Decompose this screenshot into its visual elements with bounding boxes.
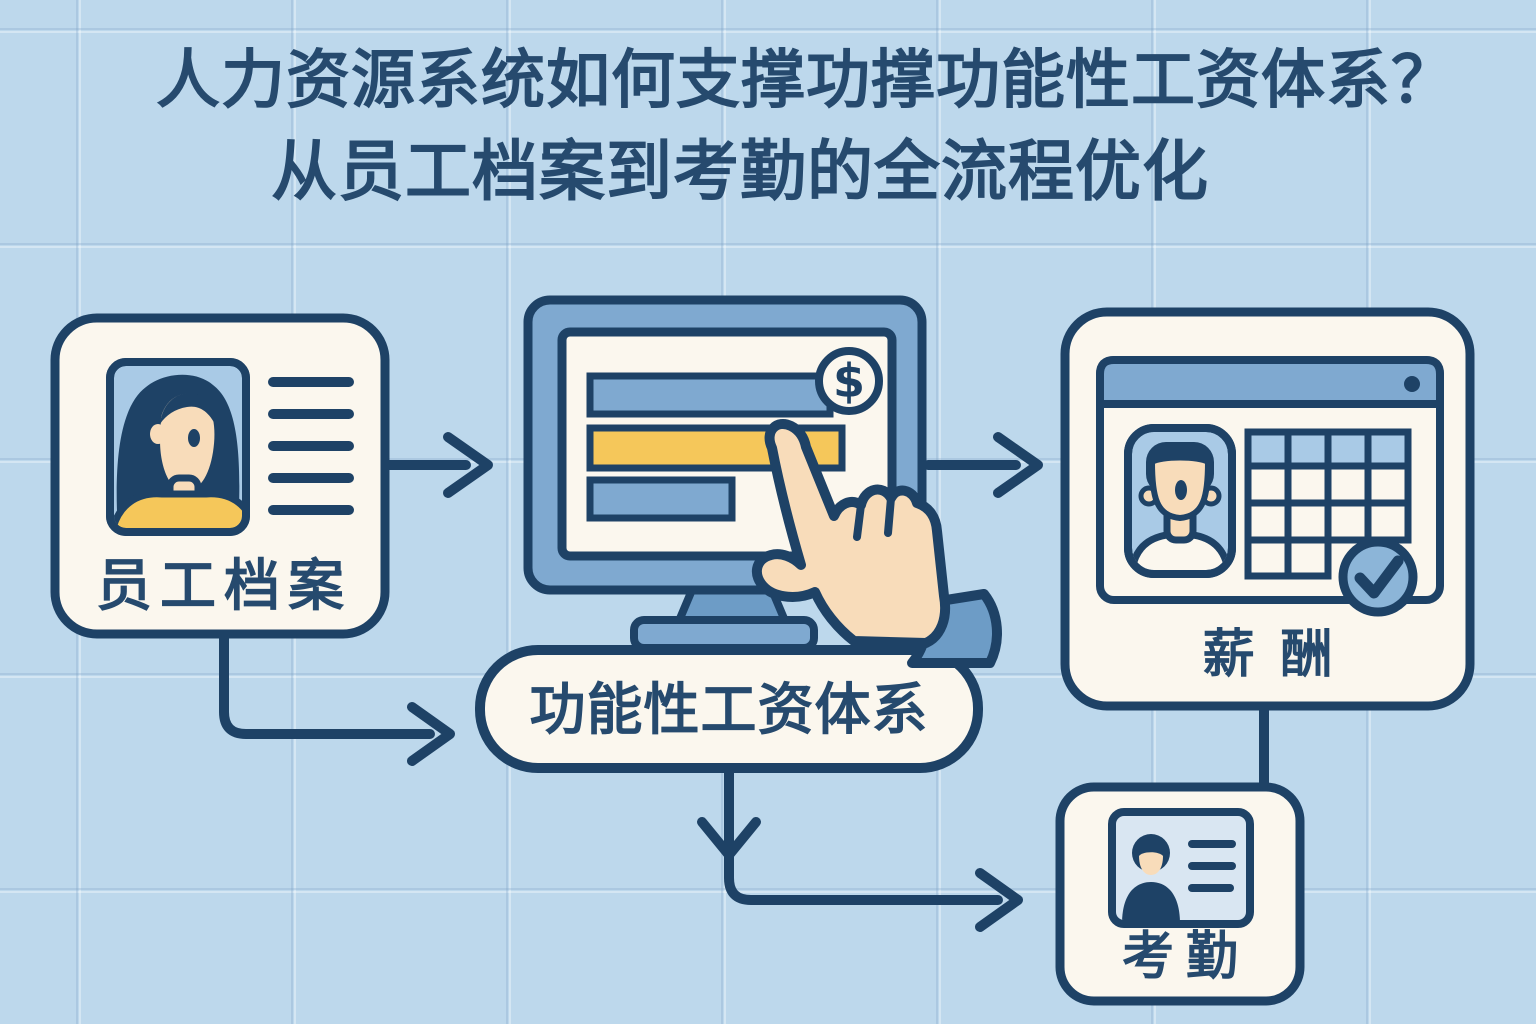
- attendance-label: 考勤: [1121, 928, 1250, 986]
- payroll-card: [1060, 307, 1475, 711]
- page-title-line1: 人力资源系统如何支撑功撑功能性工资体系？: [156, 44, 1456, 116]
- arrow-right-icon: [443, 432, 493, 498]
- profile-lines-icon: [268, 377, 354, 515]
- connector-monitor-to-payroll: [923, 432, 1043, 498]
- connector-profile-to-salary: [219, 627, 455, 766]
- employee-profile-label: 员工档案: [96, 554, 352, 617]
- payroll-label: 薪酬: [1202, 626, 1359, 684]
- salary-system-pill: [475, 645, 983, 773]
- connector-profile-to-monitor: [378, 432, 493, 498]
- employee-profile-card: [50, 313, 390, 639]
- calendar-grid-icon: [1244, 428, 1412, 580]
- arrow-down-icon: [697, 817, 761, 860]
- arrow-right-icon: [993, 432, 1043, 498]
- window-titlebar: [1096, 356, 1444, 408]
- salary-system-label: 功能性工资体系: [529, 678, 929, 741]
- monitor-stand-base: [630, 616, 818, 652]
- check-badge-icon: [1338, 537, 1418, 617]
- form-bar: [586, 372, 834, 418]
- woman-avatar-icon: [114, 374, 242, 528]
- id-card-lines-icon: [1188, 840, 1236, 892]
- connector-salary-to-attendance: [697, 765, 1023, 932]
- arrow-right-icon: [975, 868, 1023, 932]
- dollar-coin-icon: $: [815, 347, 883, 415]
- pointing-hand-icon: [751, 419, 1002, 668]
- page-title-line2: 从员工档案到考勤的全流程优化: [271, 134, 1209, 208]
- arrow-right-icon: [407, 702, 455, 766]
- attendance-card: [1055, 782, 1305, 1006]
- form-bar: [586, 476, 736, 522]
- window-dot: [1404, 376, 1420, 392]
- svg-text:$: $: [833, 354, 865, 408]
- person-silhouette-icon: [1122, 834, 1180, 920]
